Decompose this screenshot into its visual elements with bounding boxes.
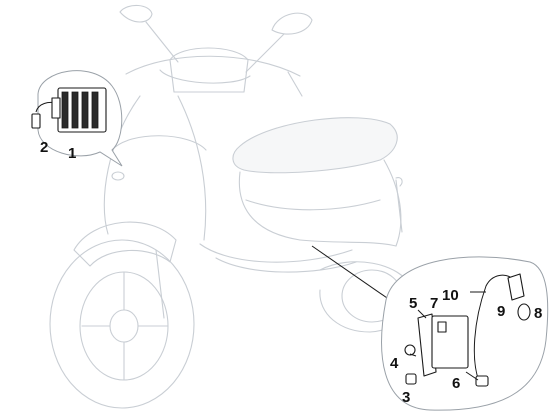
part-label-9: 9 <box>497 303 505 320</box>
part-label-2: 2 <box>40 139 48 156</box>
part-label-3: 3 <box>402 389 410 406</box>
connector-plug-shape <box>31 113 41 129</box>
callout-regulator-assembly <box>31 70 123 167</box>
part-label-7: 7 <box>430 295 438 312</box>
part-label-8: 8 <box>534 305 542 322</box>
cable-end-shape <box>475 375 489 387</box>
regulator-mount-tab-shape <box>51 97 61 119</box>
scooter-outline <box>49 4 415 409</box>
grommet-shape <box>517 303 531 321</box>
control-box-shape <box>431 315 469 369</box>
cable-connector-shape <box>507 273 525 301</box>
part-label-10: 10 <box>442 287 459 304</box>
nut-shape <box>405 373 417 385</box>
part-label-4: 4 <box>390 355 399 372</box>
control-box-connector-shape <box>437 321 447 333</box>
callout-control-unit-assembly <box>381 256 549 411</box>
part-label-1: 1 <box>68 145 76 162</box>
callout-pointer-line <box>311 245 391 301</box>
part-label-5: 5 <box>409 295 417 312</box>
bolt-shape <box>404 344 416 356</box>
part-label-6: 6 <box>452 375 460 392</box>
